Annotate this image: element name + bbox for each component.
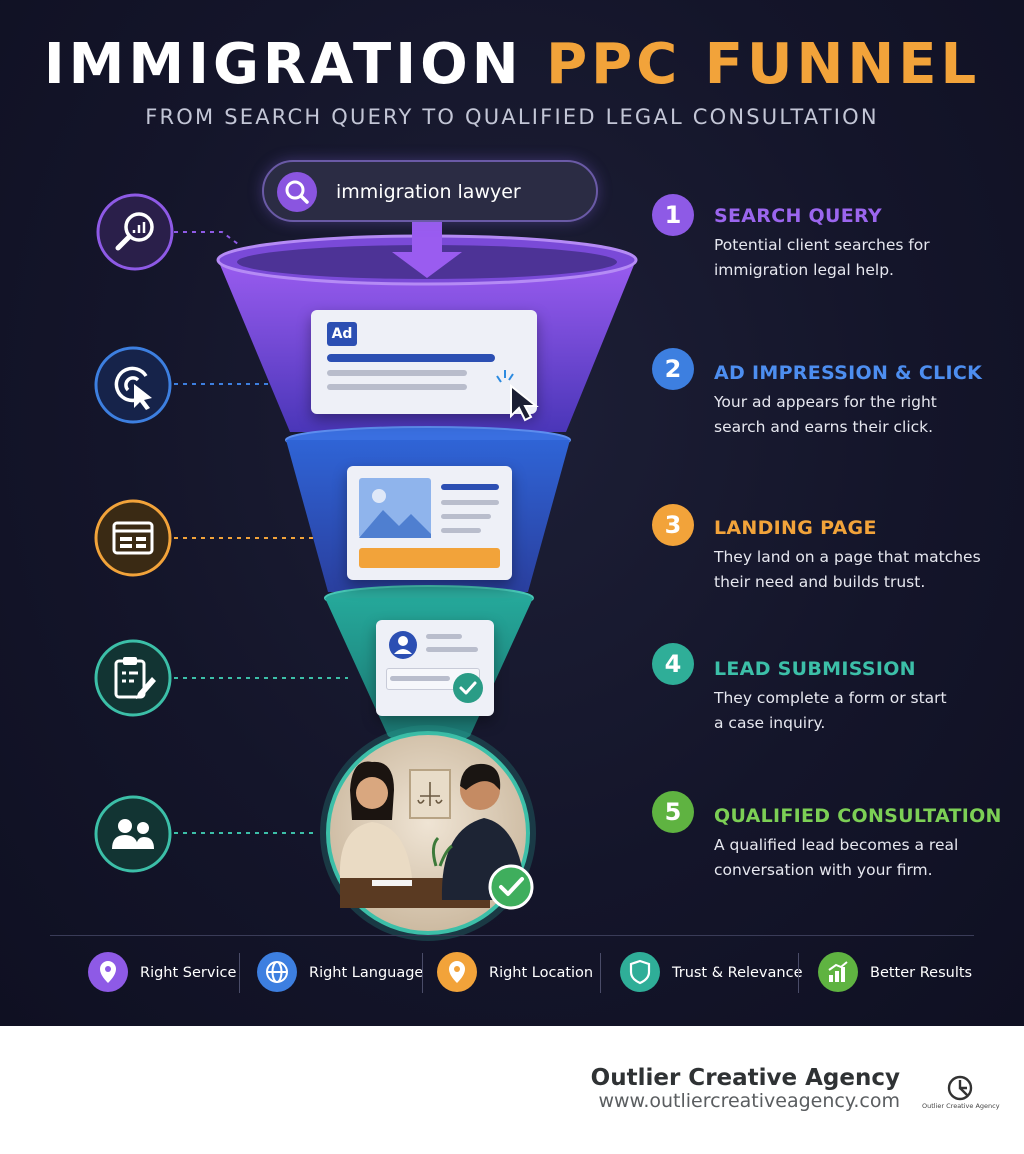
step-desc-1-line1: Potential client searches for — [714, 236, 930, 254]
step-title-5: QUALIFIED CONSULTATION — [714, 805, 1002, 827]
webpage-icon — [94, 499, 172, 577]
feature-label: Better Results — [870, 965, 973, 981]
feature-label: Trust & Relevance — [672, 965, 803, 981]
step-desc-2: Your ad appears for the right search and… — [714, 390, 1004, 440]
divider — [239, 953, 240, 993]
click-target-icon — [94, 346, 172, 424]
step-title-3: LANDING PAGE — [714, 517, 877, 539]
agency-logo-icon — [947, 1075, 973, 1101]
check-icon — [488, 864, 534, 910]
step-desc-5-line1: A qualified lead becomes a real — [714, 836, 959, 854]
step-number-2: 2 — [652, 348, 694, 390]
title-part-orange: PPC FUNNEL — [546, 32, 981, 97]
cursor-icon — [496, 370, 539, 422]
step-desc-4: They complete a form or start a case inq… — [714, 686, 1004, 736]
step-desc-4-line1: They complete a form or start — [714, 689, 947, 707]
step-desc-5-line2: conversation with your firm. — [714, 861, 933, 879]
globe-icon — [257, 952, 297, 992]
footer-url[interactable]: www.outliercreativeagency.com — [598, 1090, 900, 1112]
logo-text: Outlier Creative Agency — [922, 1102, 1000, 1110]
divider — [798, 953, 799, 993]
step-number-3: 3 — [652, 504, 694, 546]
step-desc-5: A qualified lead becomes a real conversa… — [714, 833, 1004, 883]
step-desc-1-line2: immigration legal help. — [714, 261, 894, 279]
step-desc-3: They land on a page that matches their n… — [714, 545, 1004, 595]
down-arrow — [392, 222, 462, 278]
title-part-white: IMMIGRATION — [43, 32, 523, 97]
step-title-1: SEARCH QUERY — [714, 205, 882, 227]
image-icon — [359, 478, 431, 538]
search-icon — [277, 172, 317, 212]
divider — [600, 953, 601, 993]
cta-bar — [359, 548, 500, 568]
step-desc-2-line2: search and earns their click. — [714, 418, 934, 436]
step-desc-3-line2: their need and builds trust. — [714, 573, 926, 591]
feature-label: Right Location — [489, 965, 594, 981]
analytics-search-icon — [96, 193, 174, 271]
feature-label: Right Service — [140, 965, 237, 981]
landing-page-card — [347, 466, 512, 580]
step-desc-2-line1: Your ad appears for the right — [714, 393, 937, 411]
clipboard-icon — [94, 639, 172, 717]
page-title: IMMIGRATION PPC FUNNEL — [0, 30, 1024, 100]
step-desc-3-line1: They land on a page that matches — [714, 548, 981, 566]
people-icon — [94, 795, 172, 873]
step-number-4: 4 — [652, 643, 694, 685]
location-pin-icon — [88, 952, 128, 992]
infographic-panel: IMMIGRATION PPC FUNNEL FROM SEARCH QUERY… — [0, 0, 1024, 1026]
user-avatar-icon — [389, 631, 417, 659]
ad-badge: Ad — [327, 322, 357, 346]
divider — [50, 935, 974, 936]
page-subtitle: FROM SEARCH QUERY TO QUALIFIED LEGAL CON… — [145, 105, 879, 129]
step-desc-1: Potential client searches for immigratio… — [714, 233, 1004, 283]
lead-form-card — [376, 620, 494, 716]
feature-label: Right Language — [309, 965, 424, 981]
growth-chart-icon — [818, 952, 858, 992]
divider — [422, 953, 423, 993]
step-number-5: 5 — [652, 791, 694, 833]
form-check-icon — [453, 673, 483, 703]
ad-card: Ad — [311, 310, 539, 422]
shield-icon — [620, 952, 660, 992]
step-desc-4-line2: a case inquiry. — [714, 714, 826, 732]
footer-brand: Outlier Creative Agency — [590, 1065, 900, 1091]
step-number-1: 1 — [652, 194, 694, 236]
step-title-4: LEAD SUBMISSION — [714, 658, 916, 680]
step-title-2: AD IMPRESSION & CLICK — [714, 362, 983, 384]
search-bar[interactable]: immigration lawyer — [262, 160, 598, 222]
search-query-text: immigration lawyer — [336, 181, 521, 203]
location-pin-icon — [437, 952, 477, 992]
